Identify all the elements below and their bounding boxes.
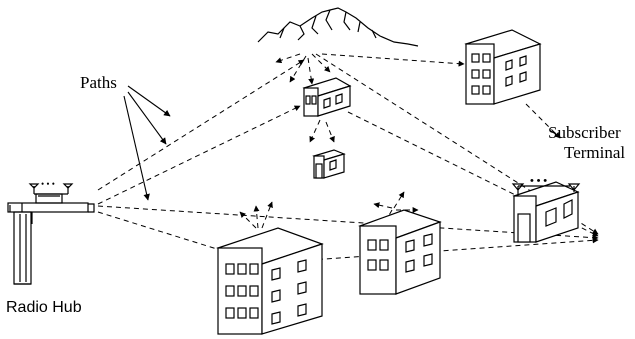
path-mountain-to-top-building xyxy=(322,54,464,64)
terminal-antenna-dots: • • • xyxy=(530,176,547,187)
paths-label: Paths xyxy=(80,74,117,91)
paths-pointers xyxy=(124,86,170,200)
building-icon xyxy=(466,30,540,104)
building-icon xyxy=(360,210,440,294)
radio-hub-label: Radio Hub xyxy=(6,300,82,316)
radio-tower-icon xyxy=(8,184,94,284)
building-icon xyxy=(514,182,578,242)
building-icon xyxy=(314,150,344,178)
hub-antenna-dots: • • • xyxy=(41,180,55,189)
path-to-mountain xyxy=(98,60,304,190)
subscriber-label: Subscriber xyxy=(548,124,621,141)
terminal-label: Terminal xyxy=(564,144,625,161)
mountain-icon xyxy=(258,8,418,46)
building-icon xyxy=(218,228,322,334)
building-icon xyxy=(304,78,350,116)
path-to-small-building xyxy=(98,106,300,204)
